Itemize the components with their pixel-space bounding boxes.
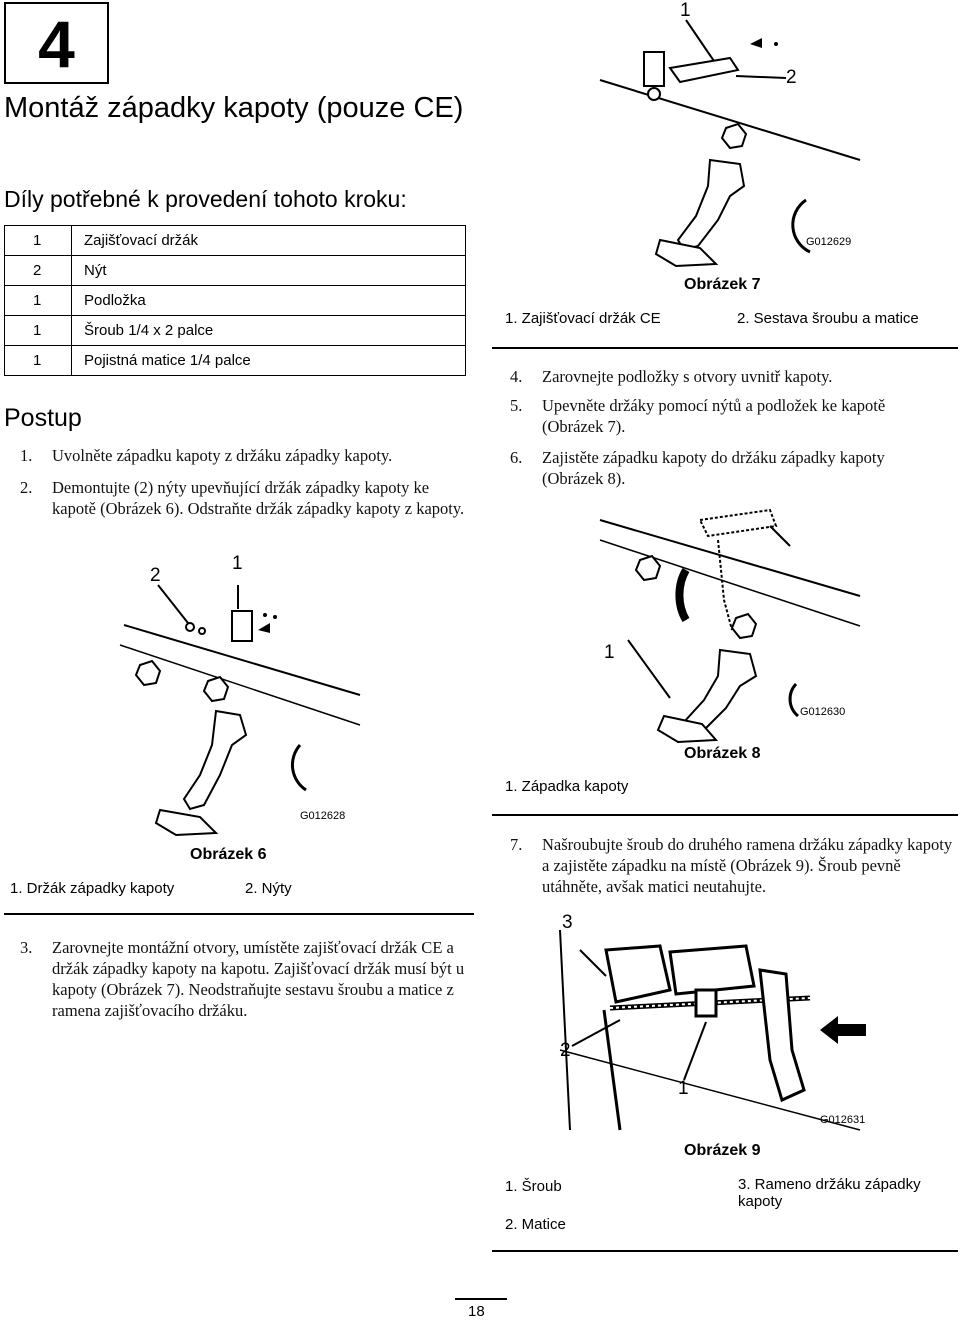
step-num: 1. [20,446,33,465]
page-number: 18 [468,1303,485,1320]
step-num: 7. [510,835,523,854]
step-text: Našroubujte šroub do druhého ramena držá… [542,835,953,896]
figure-7-code: G012629 [806,236,852,248]
figure-9-illustration [559,929,866,1131]
procedure-step-5: 5. Upevněte držáky pomocí nýtů a podlože… [510,395,930,439]
figure-6-callout-1: 1 [232,553,243,574]
step-text: Zarovnejte podložky s otvory uvnitř kapo… [542,367,833,386]
step-num: 4. [510,367,523,386]
figure-9-code: G012631 [820,1114,866,1126]
figure-6-rule [4,913,474,915]
procedure-step-4: 4. Zarovnejte podložky s otvory uvnitř k… [510,366,958,388]
figure-9-callout-3: 3 [562,912,573,933]
figure-8-rule [492,814,958,816]
procedure-step-6: 6. Zajistěte západku kapoty do držáku zá… [510,447,940,491]
part-qty: 1 [4,285,72,316]
figure-9-callout-2: 2 [560,1040,571,1061]
procedure-step-1: 1. Uvolněte západku kapoty z držáku zápa… [20,445,470,467]
figure-9-legend-1: 1. Šroub [505,1178,562,1195]
step-text: Demontujte (2) nýty upevňující držák záp… [52,478,465,518]
figure-6-illustration [119,584,361,837]
figure-7-callout-2: 2 [786,67,797,88]
part-qty: 1 [4,225,72,256]
parts-heading: Díly potřebné k provedení tohoto kroku: [4,186,407,212]
figure-8-callout-1: 1 [604,642,615,663]
step-number-box: 4 [4,2,109,84]
page-number-rule [455,1298,507,1300]
figure-6-caption: Obrázek 6 [190,846,267,863]
figure-6-legend-2: 2. Nýty [245,880,292,897]
figure-6-legend-1: 1. Držák západky kapoty [10,880,175,897]
figure-7-rule [492,347,958,349]
figure-8-legend-1: 1. Západka kapoty [505,778,629,795]
part-name: Zajišťovací držák [71,225,466,256]
figure-6-code: G012628 [300,810,346,822]
part-qty: 1 [4,345,72,376]
figure-9-legend-2: 2. Matice [505,1216,566,1233]
step-num: 3. [20,938,33,957]
procedure-step-3: 3. Zarovnejte montážní otvory, umístěte … [20,937,470,1025]
step-num: 2. [20,478,33,497]
procedure-heading: Postup [4,404,82,432]
step-text: Zarovnejte montážní otvory, umístěte zaj… [52,938,465,1020]
part-qty: 2 [4,255,72,286]
section-title: Montáž západky kapoty (pouze CE) [4,92,464,124]
figure-7-callout-1: 1 [680,0,691,21]
step-text: Upevněte držáky pomocí nýtů a podložek k… [542,396,886,436]
step-text: Uvolněte západku kapoty z držáku západky… [52,446,393,465]
step-text: Zajistěte západku kapoty do držáku západ… [542,448,885,488]
figure-9-callout-1: 1 [678,1078,689,1099]
figure-9-rule [492,1250,958,1252]
part-qty: 1 [4,315,72,346]
figure-7-illustration [599,19,861,268]
figure-7-legend-1: 1. Zajišťovací držák CE [505,310,661,327]
part-name: Nýt [71,255,466,286]
figure-7-legend-2: 2. Sestava šroubu a matice [737,310,919,327]
figure-8-caption: Obrázek 8 [684,745,761,762]
procedure-step-7: 7. Našroubujte šroub do druhého ramena d… [510,834,958,900]
part-name: Šroub 1/4 x 2 palce [71,315,466,346]
figure-6-callout-2: 2 [150,565,161,586]
step-num: 5. [510,396,523,415]
figure-9-legend-3: 3. Rameno držáku západky kapoty [738,1176,921,1210]
figure-9-caption: Obrázek 9 [684,1142,761,1159]
part-name: Podložka [71,285,466,316]
figure-8-illustration [599,508,861,744]
figure-7-caption: Obrázek 7 [684,276,761,293]
figure-8-code: G012630 [800,706,846,718]
step-num: 6. [510,448,523,467]
part-name: Pojistná matice 1/4 palce [71,345,466,376]
procedure-step-2: 2. Demontujte (2) nýty upevňující držák … [20,477,470,543]
